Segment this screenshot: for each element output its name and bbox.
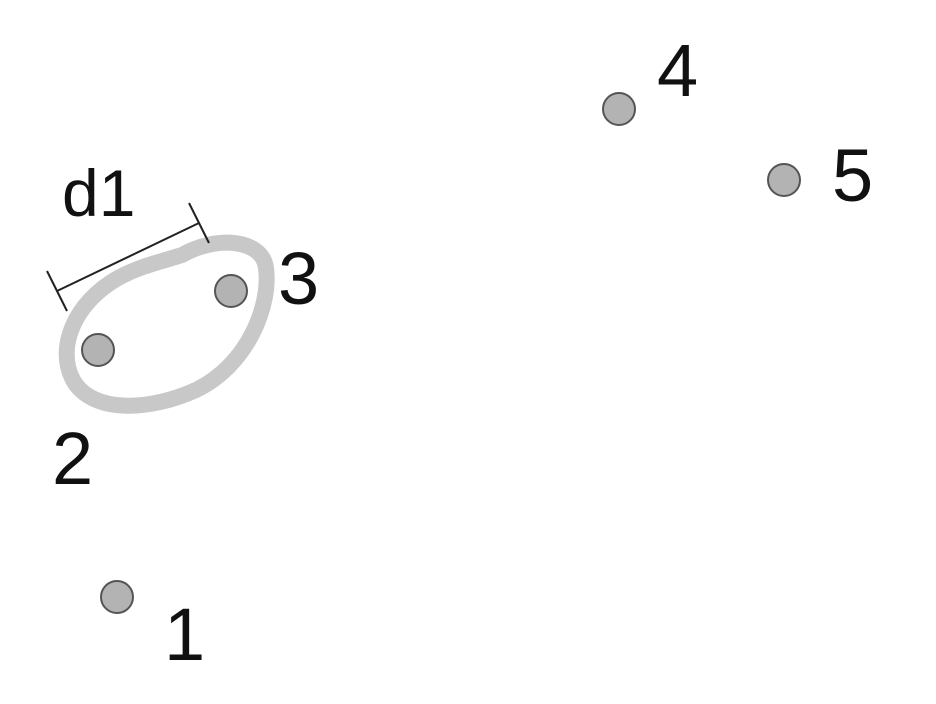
point-3-label: 3 [278, 237, 319, 320]
point-1-label: 1 [164, 593, 205, 676]
point-4: 4 [602, 29, 698, 126]
cluster-outline [58, 234, 275, 414]
point-1-marker [100, 580, 134, 614]
point-3: 3 [214, 237, 319, 320]
point-4-marker [602, 92, 636, 126]
distance-tick-right [188, 202, 210, 244]
point-4-label: 4 [657, 29, 698, 112]
point-3-marker [214, 274, 248, 308]
point-5-label: 5 [832, 134, 873, 217]
distance-line [56, 222, 200, 292]
point-2-marker [81, 333, 115, 367]
point-2-label: 2 [52, 417, 93, 500]
point-5-marker [767, 163, 801, 197]
point-5: 5 [767, 134, 873, 217]
distance-tick-left [46, 270, 68, 312]
distance-bracket [46, 202, 210, 312]
point-1: 1 [100, 580, 205, 676]
point-2: 2 [52, 333, 115, 500]
distance-label: d1 [62, 156, 135, 230]
